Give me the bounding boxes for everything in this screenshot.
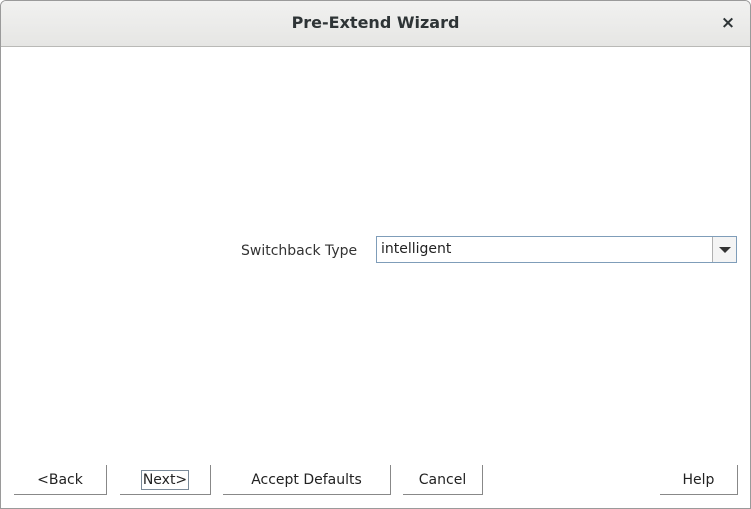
next-button[interactable]: Next> bbox=[120, 465, 211, 495]
close-icon[interactable]: × bbox=[720, 13, 736, 33]
back-button[interactable]: <Back bbox=[14, 465, 107, 495]
switchback-type-label: Switchback Type bbox=[241, 243, 358, 259]
next-button-label: Next> bbox=[140, 470, 190, 490]
accept-defaults-button[interactable]: Accept Defaults bbox=[223, 465, 391, 495]
title-bar: Pre-Extend Wizard × bbox=[1, 1, 750, 47]
chevron-down-icon[interactable] bbox=[712, 237, 736, 262]
back-button-label: <Back bbox=[37, 472, 83, 488]
help-button-label: Help bbox=[682, 472, 715, 488]
help-button[interactable]: Help bbox=[660, 465, 738, 495]
cancel-button-label: Cancel bbox=[418, 472, 467, 488]
cancel-button[interactable]: Cancel bbox=[403, 465, 483, 495]
wizard-content: Switchback Type intelligent <Back Next> … bbox=[1, 47, 750, 508]
window-title: Pre-Extend Wizard bbox=[291, 13, 460, 32]
accept-defaults-button-label: Accept Defaults bbox=[251, 472, 362, 488]
switchback-type-select[interactable]: intelligent bbox=[376, 236, 737, 263]
switchback-type-value: intelligent bbox=[381, 241, 452, 257]
